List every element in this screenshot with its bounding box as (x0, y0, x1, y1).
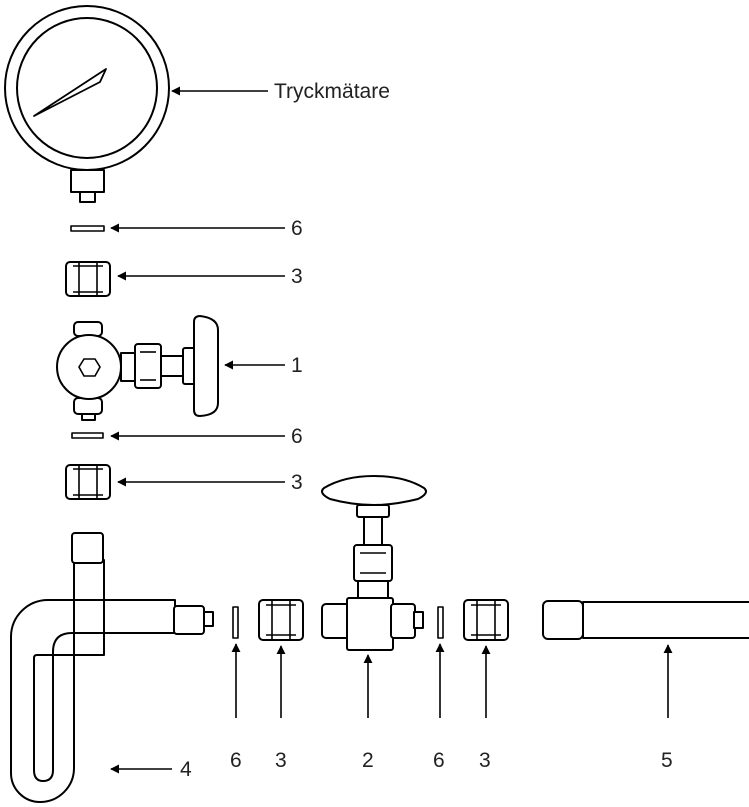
coupling-nut-mid (65, 464, 111, 500)
gauge-needle (33, 68, 107, 117)
coupling-nut-bottom-right (463, 599, 509, 641)
coupling-nut-bottom-left (258, 599, 304, 641)
coupling-nut-top (65, 261, 111, 297)
label-siphon-tube: 4 (180, 758, 192, 781)
label-coupling-bottom-left: 3 (275, 749, 287, 772)
label-gasket-bottom-right: 6 (433, 749, 445, 772)
pressure-gauge (4, 5, 170, 203)
label-gasket-top: 6 (291, 217, 303, 240)
label-valve-1: 1 (291, 354, 303, 377)
valve-1 (56, 315, 219, 421)
label-coupling-top: 3 (291, 265, 303, 288)
label-gasket-mid: 6 (291, 425, 303, 448)
label-valve-2: 2 (362, 749, 374, 772)
gasket-bottom-left (232, 606, 239, 639)
pipe (542, 600, 749, 640)
siphon-tube (10, 532, 214, 803)
label-pressure-gauge: Tryckmätare (274, 80, 390, 103)
valve-2 (321, 475, 427, 651)
labels: Tryckmätare 6 3 1 6 3 4 6 3 2 6 3 5 (180, 80, 673, 781)
label-pipe: 5 (661, 749, 673, 772)
leader-lines (110, 86, 673, 774)
label-gasket-bottom-left: 6 (230, 749, 242, 772)
gasket-mid (71, 432, 104, 439)
gasket-bottom-right (437, 606, 444, 639)
label-coupling-bottom-right: 3 (479, 749, 491, 772)
gasket-top (70, 225, 105, 232)
label-coupling-mid: 3 (291, 471, 303, 494)
